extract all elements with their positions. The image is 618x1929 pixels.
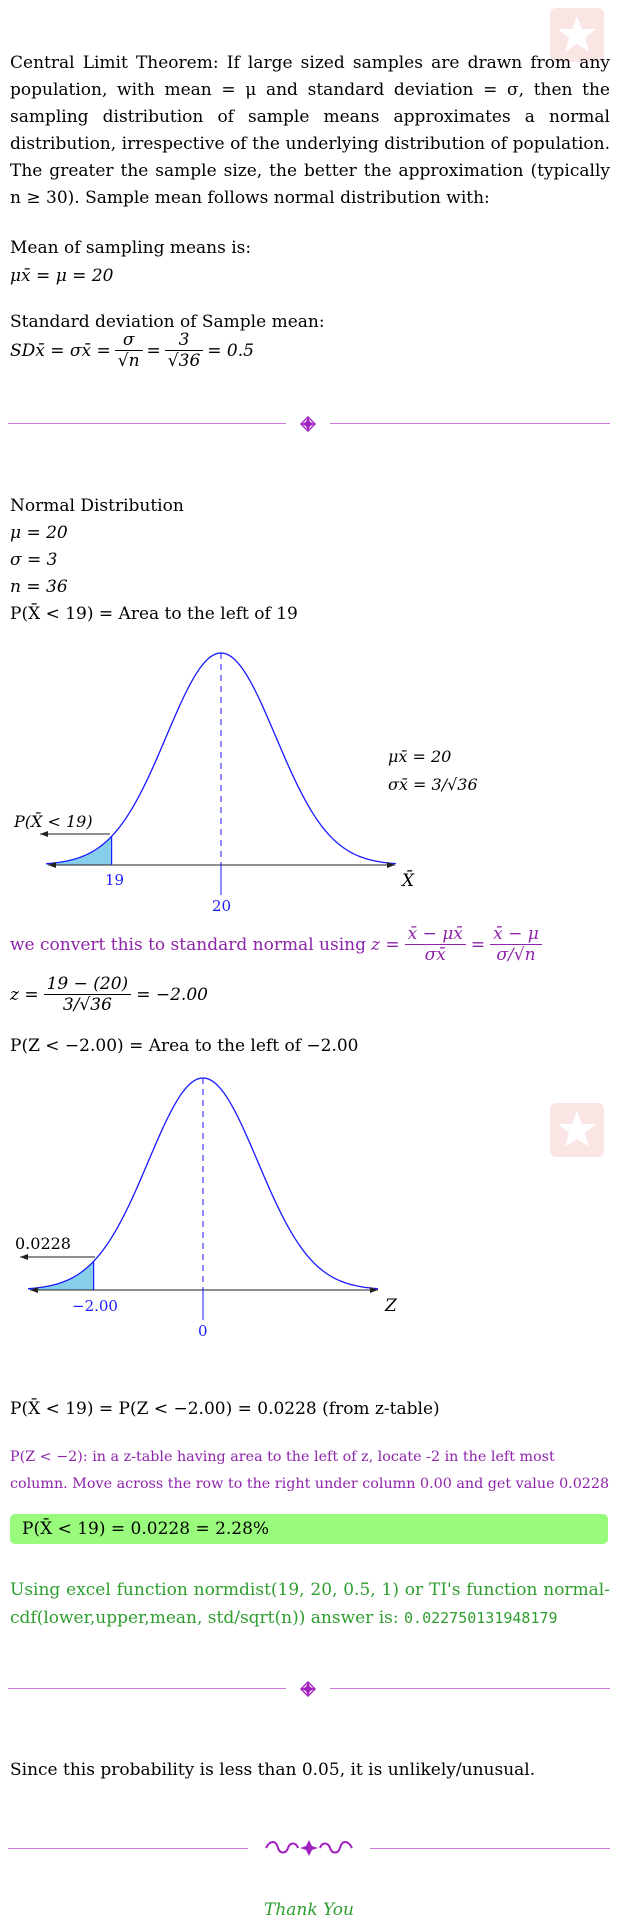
axis-label: X̄ — [400, 869, 415, 891]
mean-heading: Mean of sampling means is: — [10, 238, 252, 258]
sd-frac1-den: √n — [117, 351, 140, 371]
sd-fraction-2: 3 √36 — [164, 330, 204, 371]
normal-curve-graph-1: P(X̄ < 19) 19 20 X̄ μx̄ = 20 σx̄ = 3/√36 — [13, 652, 478, 915]
sd-fraction-1: σ √n — [114, 330, 143, 371]
n-value: n = 36 — [10, 577, 68, 597]
sigma-label: σx̄ = 3/√36 — [388, 775, 478, 794]
sd-eq: = — [146, 340, 161, 361]
normal-curve-graph-2: 0.0228 −2.00 0 Z — [15, 1077, 398, 1340]
mean-formula: μx̄ = μ = 20 — [10, 266, 114, 286]
sigma-value: σ = 3 — [10, 550, 58, 570]
conversion-text: we convert this to standard normal using — [10, 934, 366, 955]
ztable-note: P(Z < −2): in a z-table having area to t… — [10, 1449, 610, 1492]
excel-text: Using excel function normdist(19, 20, 0.… — [10, 1580, 610, 1628]
sd-frac1-num: σ — [114, 330, 143, 351]
center-label: 20 — [212, 897, 231, 915]
probability-statement: P(X̄ < 19) = Area to the left of 19 — [10, 604, 298, 624]
sd-formula: SDx̄ = σx̄ = σ √n = 3 √36 = 0.5 — [10, 330, 254, 371]
sd-lhs: SDx̄ = σx̄ = — [10, 340, 111, 361]
zcalc-den: 3/√36 — [62, 995, 112, 1015]
z-probability-statement: P(Z < −2.00) = Area to the left of −2.00 — [10, 1036, 359, 1056]
conv-frac1-num: x̄ − μx̄ — [404, 924, 466, 945]
sd-frac2-num: 3 — [164, 330, 204, 351]
final-answer-highlight: P(X̄ < 19) = 0.0228 = 2.28% — [10, 1514, 608, 1544]
watermark-star-icon — [550, 1103, 604, 1157]
mu-value: μ = 20 — [10, 523, 68, 543]
center-label: 0 — [198, 1322, 208, 1340]
mu-label: μx̄ = 20 — [388, 747, 451, 766]
sd-frac2-den: √36 — [167, 351, 201, 371]
conv-frac2-den: σ/√n — [496, 945, 536, 965]
divider-left — [8, 1688, 286, 1689]
normal-heading: Normal Distribution — [10, 496, 184, 516]
ornament-icon — [300, 416, 316, 432]
zcalc-result: = −2.00 — [136, 984, 208, 1005]
conclusion: Since this probability is less than 0.05… — [10, 1760, 536, 1780]
z-axis-left-arrow — [30, 1287, 38, 1293]
shaded-area — [28, 1261, 94, 1290]
z-axis-right-arrow — [370, 1287, 378, 1293]
shaded-area — [46, 836, 112, 865]
divider-right — [370, 1848, 610, 1849]
conversion-line: we convert this to standard normal using… — [10, 924, 542, 965]
axis-label: Z — [384, 1296, 398, 1316]
z-calculation: z = 19 − (20) 3/√36 = −2.00 — [10, 974, 208, 1015]
watermark-star-icon — [550, 8, 604, 62]
label-arrow-head — [20, 1254, 28, 1260]
divider-right — [330, 1688, 610, 1689]
clt-paragraph: Central Limit Theorem: If large sized sa… — [10, 53, 610, 208]
conv-eq: = — [470, 934, 486, 955]
zcalc-fraction: 19 − (20) 3/√36 — [43, 974, 132, 1015]
zcalc-lhs: z = — [10, 984, 39, 1005]
excel-value: 0.022750131948179 — [404, 1609, 558, 1627]
excel-note: Using excel function normdist(19, 20, 0.… — [10, 1576, 610, 1632]
x-axis-left-arrow — [48, 862, 56, 868]
conv-frac2-num: x̄ − μ — [490, 924, 542, 945]
thank-you: Thank You — [263, 1900, 354, 1920]
x-axis-right-arrow — [387, 862, 395, 868]
divider-left — [8, 1848, 248, 1849]
zcalc-num: 19 − (20) — [43, 974, 132, 995]
cut-label: −2.00 — [72, 1297, 118, 1315]
divider-right — [330, 423, 610, 424]
ornament-icon — [300, 1681, 316, 1697]
sd-heading: Standard deviation of Sample mean: — [10, 312, 325, 332]
flourish-ornament-icon — [265, 1840, 353, 1856]
cut-label: 19 — [105, 871, 124, 889]
divider-left — [8, 423, 286, 424]
conversion-fraction-2: x̄ − μ σ/√n — [490, 924, 542, 965]
shaded-label: P(X̄ < 19) — [13, 810, 93, 831]
shaded-label: 0.0228 — [15, 1234, 71, 1253]
sd-result: = 0.5 — [207, 340, 254, 361]
conversion-fraction-1: x̄ − μx̄ σx̄ — [404, 924, 466, 965]
result-statement: P(X̄ < 19) = P(Z < −2.00) = 0.0228 (from… — [10, 1399, 440, 1419]
label-arrow-head — [40, 831, 48, 837]
z-lhs: z = — [370, 934, 400, 955]
conv-frac1-den: σx̄ — [424, 945, 446, 965]
